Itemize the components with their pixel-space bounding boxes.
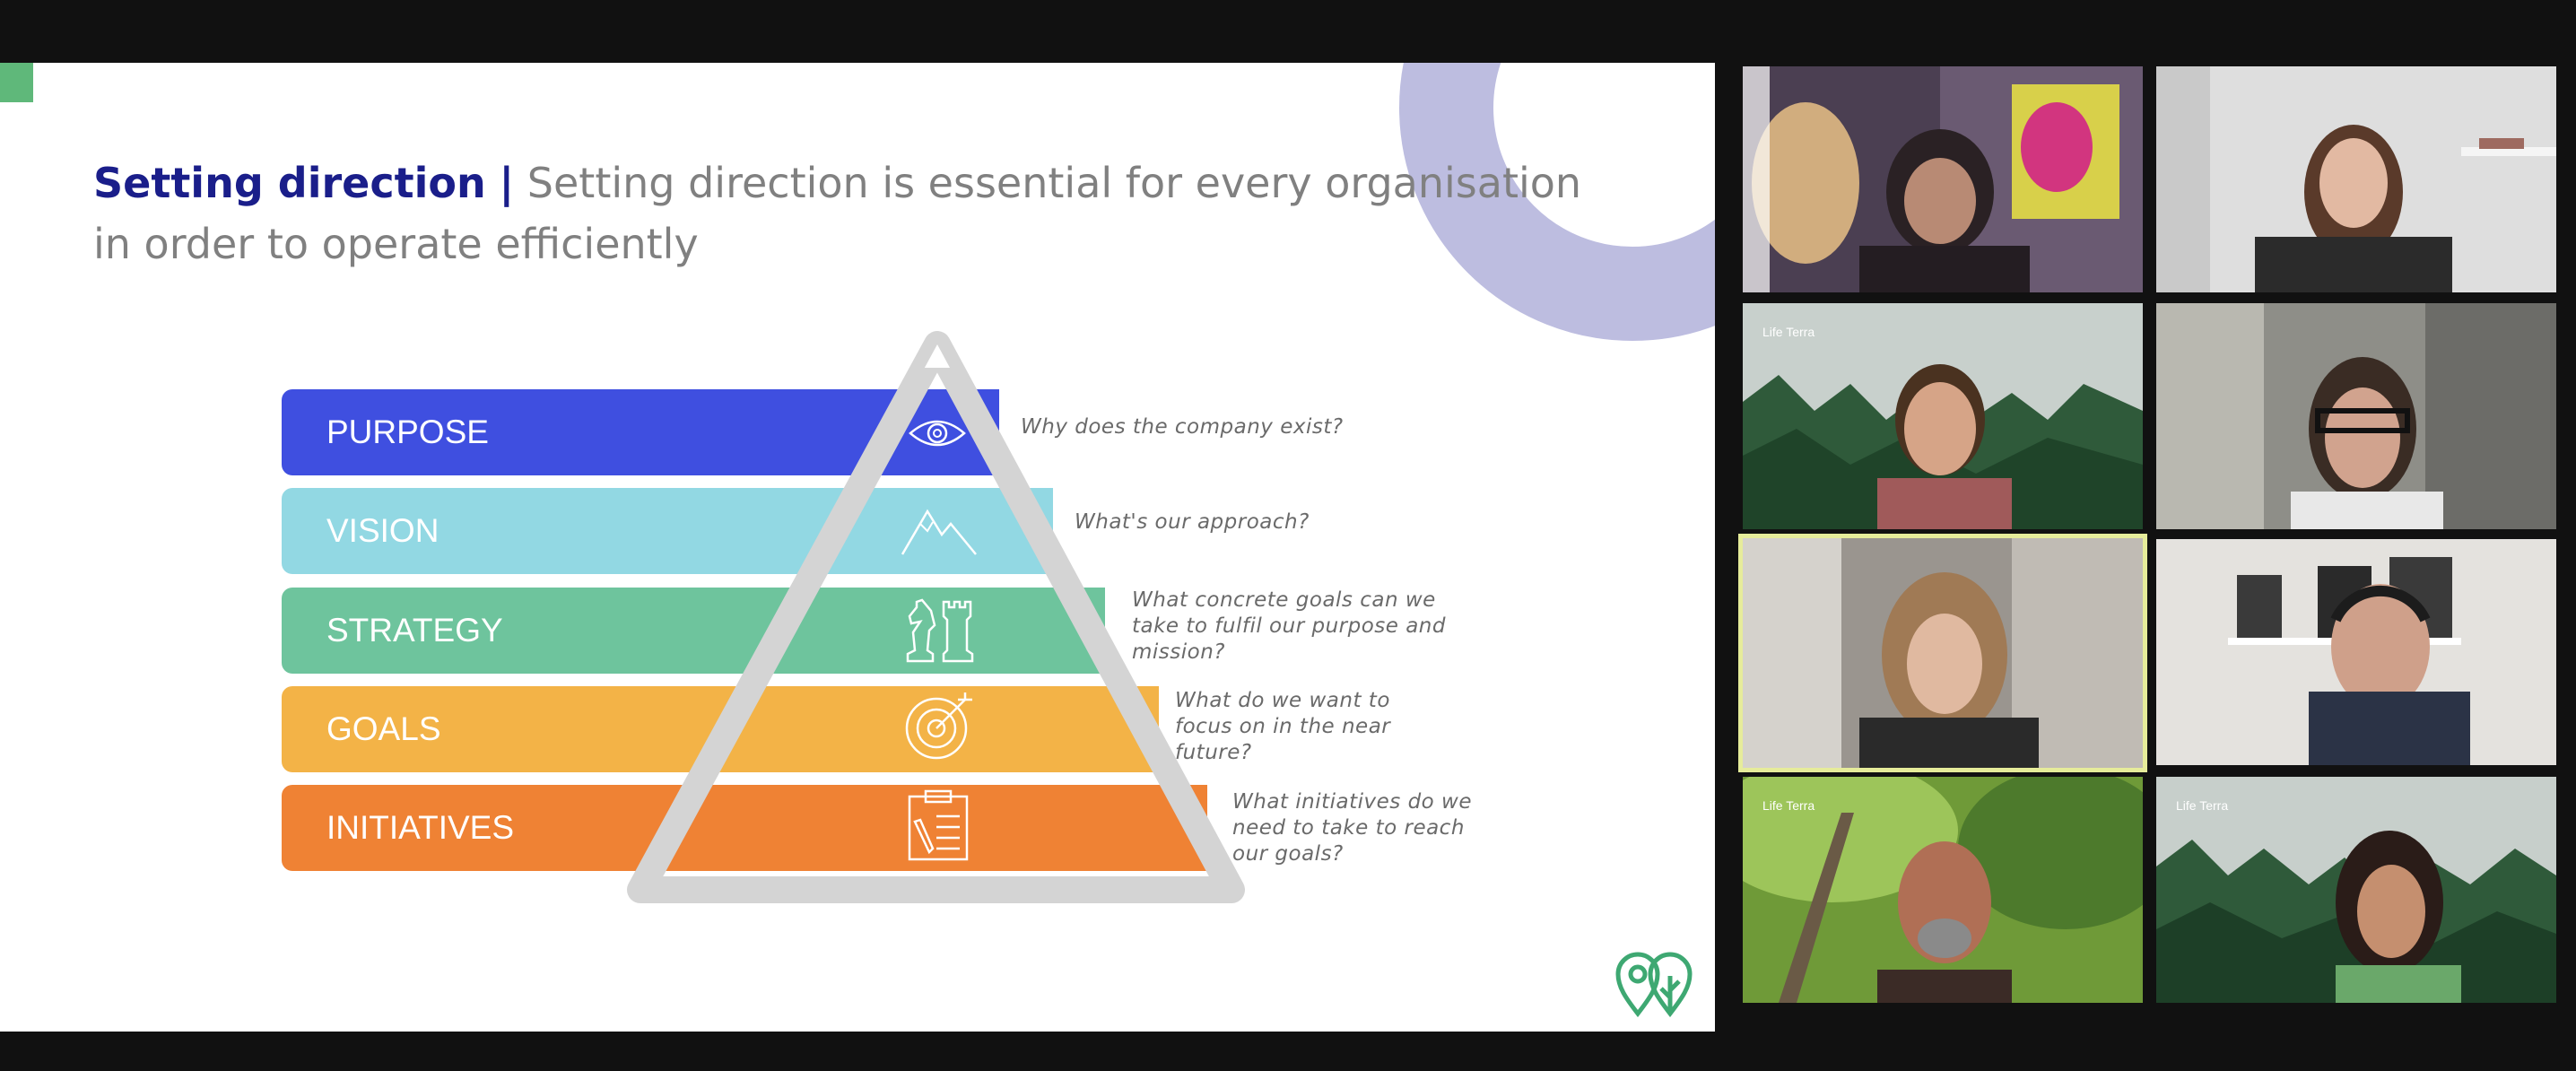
pyramid-band-initiatives: INITIATIVES <box>282 785 1207 871</box>
participant-video-feed <box>1743 777 2143 1003</box>
participant-video-feed <box>2156 303 2556 529</box>
slide-title: Setting direction | Setting direction is… <box>93 152 1618 274</box>
pyramid-label: VISION <box>326 512 439 549</box>
clipboard-icon <box>908 789 969 861</box>
slide-title-rest: Setting direction is essential for every… <box>93 159 1582 268</box>
life-terra-watermark: Life Terra <box>2176 798 2229 813</box>
pyramid-label: INITIATIVES <box>326 809 515 846</box>
participant-video-feed <box>1743 538 2143 768</box>
participant-video-tile[interactable] <box>2156 539 2556 765</box>
corner-accent <box>0 63 33 102</box>
presentation-slide: Setting direction | Setting direction is… <box>0 63 1715 1032</box>
pyramid-label: PURPOSE <box>326 414 489 450</box>
chess-pieces-icon <box>906 598 974 663</box>
participant-video-feed <box>2156 66 2556 292</box>
target-icon <box>905 692 972 760</box>
bottom-bar <box>0 1032 2576 1071</box>
participant-video-tile[interactable]: Life Terra <box>1743 777 2143 1003</box>
slide-title-bold: Setting direction <box>93 159 486 207</box>
participant-video-tile[interactable]: Life Terra <box>2156 777 2556 1003</box>
life-terra-watermark: Life Terra <box>1762 325 1815 339</box>
participant-video-feed <box>1743 303 2143 529</box>
pyramid-outline <box>627 331 1245 903</box>
life-terra-logo-icon <box>1615 952 1693 1017</box>
mountains-icon <box>901 509 977 555</box>
participant-video-tile[interactable] <box>2156 66 2556 292</box>
pyramid-caption-initiatives: What initiatives do we need to take to r… <box>1232 790 1473 866</box>
pyramid-caption-vision: What's our approach? <box>1075 510 1310 534</box>
pyramid-caption-strategy: What concrete goals can we take to fulfi… <box>1132 588 1446 664</box>
top-bar <box>0 0 2576 63</box>
participant-video-feed <box>1743 66 2143 292</box>
participant-video-tile-active-speaker[interactable] <box>1738 534 2147 772</box>
pyramid-label: STRATEGY <box>326 612 503 649</box>
pyramid-caption-goals: What do we want to focus on in the near … <box>1175 689 1391 764</box>
participant-video-feed <box>2156 539 2556 765</box>
eye-icon <box>909 420 966 447</box>
pyramid-band-purpose: PURPOSE <box>282 389 999 475</box>
life-terra-watermark: Life Terra <box>1762 798 1815 813</box>
participant-video-feed <box>2156 777 2556 1003</box>
pyramid-caption-purpose: Why does the company exist? <box>1021 415 1344 439</box>
pyramid-label: GOALS <box>326 710 441 747</box>
participant-video-tile[interactable] <box>2156 303 2556 529</box>
participant-video-tile[interactable] <box>1743 66 2143 292</box>
slide-title-separator: | <box>499 159 515 207</box>
pyramid-band-vision: VISION <box>282 488 1053 574</box>
participant-video-tile[interactable]: Life Terra <box>1743 303 2143 529</box>
